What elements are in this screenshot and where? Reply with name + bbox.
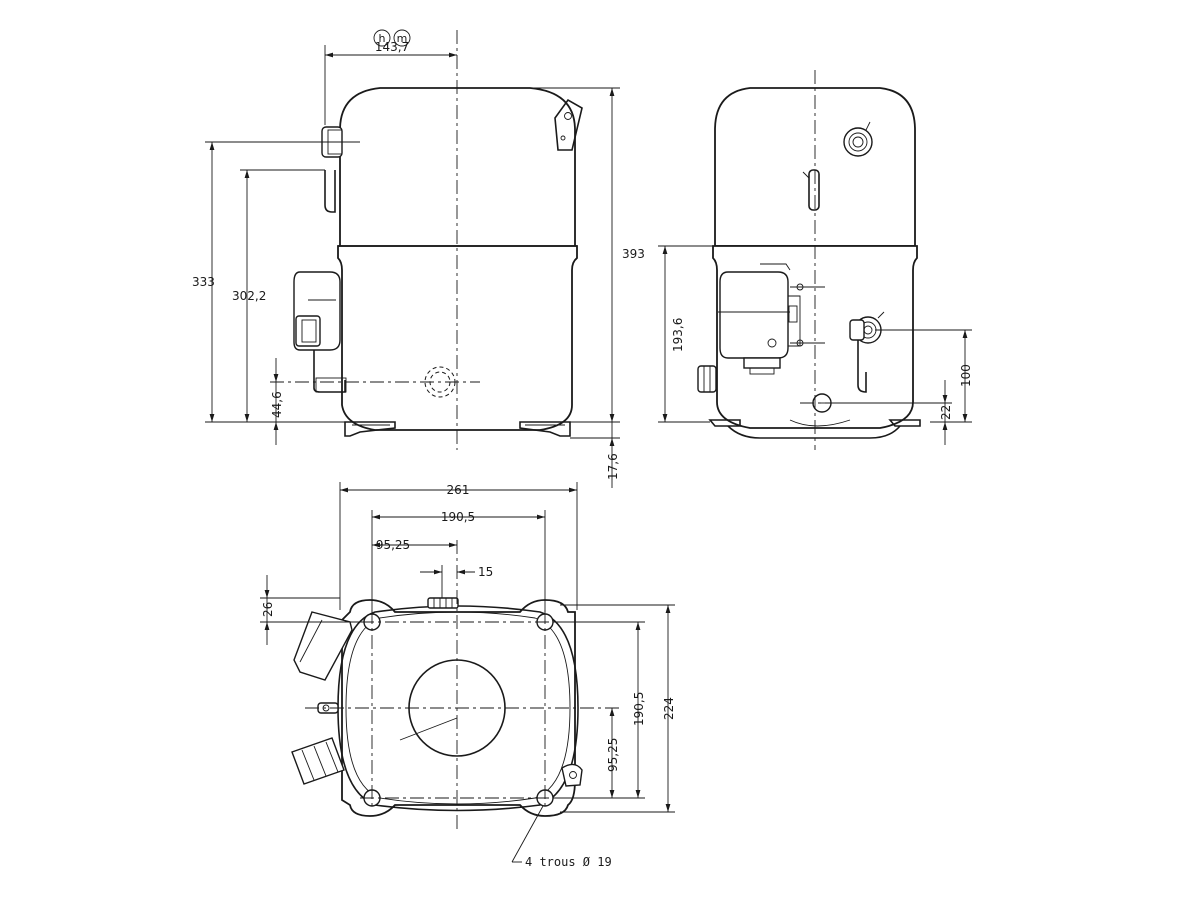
suction-fitting: [321, 126, 343, 213]
dim-front-foot: 17,6: [570, 422, 620, 488]
side-terminal-box: [718, 263, 825, 375]
front-view: h m 143,7 393 17,6 333: [192, 29, 645, 488]
symbol-m: m: [397, 32, 408, 45]
side-view: 193,6 100 22: [658, 70, 973, 450]
dim-process-label: 44,6: [270, 391, 284, 418]
dim-hole-spacing-y-label: 190,5: [632, 692, 646, 726]
terminal-box: [293, 271, 347, 393]
dim-top-offset: 15: [420, 565, 493, 598]
dim-overall-width-label: 261: [447, 483, 470, 497]
dim-discharge-label: 302,2: [232, 289, 266, 303]
dim-suction-label: 333: [192, 275, 215, 289]
front-lower-shell: [337, 245, 578, 431]
hm-symbols: h m: [373, 29, 411, 47]
dim-top-overall-depth: 224: [560, 604, 676, 813]
dim-foot-label: 17,6: [606, 453, 620, 480]
dim-hole-spacing-x-label: 190,5: [441, 510, 475, 524]
top-discharge-pipe: [291, 737, 345, 785]
dim-overall-depth-label: 224: [662, 697, 676, 720]
dim-width-top-label: 143,7: [375, 40, 409, 54]
dim-top-hole-spacing-x: 190,5: [371, 510, 546, 612]
dim-offset-label: 15: [478, 565, 493, 579]
dim-front-width: 143,7: [324, 40, 457, 125]
dim-top-hole-spacing-y: 190,5: [555, 621, 646, 799]
dim-top-edge-offset: 26: [260, 575, 362, 645]
dim-front-discharge: 302,2: [232, 169, 325, 422]
holes-note-label: 4 trous Ø 19: [525, 855, 612, 869]
dim-front-process: 44,6: [270, 358, 284, 445]
dim-drain-label: 22: [939, 405, 953, 420]
side-shell: [714, 87, 916, 247]
holes-note: 4 trous Ø 19: [511, 805, 612, 869]
dim-side-body: 193,6: [658, 245, 713, 423]
dim-body-height-label: 193,6: [671, 318, 685, 352]
dim-top-half-spacing-x: 95,25: [372, 538, 457, 552]
side-process-connection: [697, 365, 717, 393]
side-suction-fitting: [843, 121, 873, 157]
top-fitting: [427, 597, 459, 609]
dim-half-spacing-y-label: 95,25: [606, 738, 620, 772]
dim-edge-offset-label: 26: [261, 602, 275, 617]
top-view: 261 190,5 95,25 15 26: [260, 482, 676, 869]
dim-half-spacing-x-label: 95,25: [376, 538, 410, 552]
dim-connection-label: 100: [959, 364, 973, 387]
dim-top-half-spacing-y: 95,25: [606, 708, 620, 798]
top-lug: [561, 763, 583, 787]
side-discharge-stub: [802, 169, 820, 211]
symbol-h: h: [379, 32, 386, 45]
dim-side-drain: 22: [835, 380, 953, 445]
lifting-lug: [554, 98, 583, 151]
dim-top-overall-width: 261: [339, 482, 578, 610]
dim-side-connection: 100: [875, 329, 973, 423]
front-left-foot: [344, 421, 396, 437]
dim-height-total-label: 393: [622, 247, 645, 261]
front-shell: [339, 87, 576, 251]
